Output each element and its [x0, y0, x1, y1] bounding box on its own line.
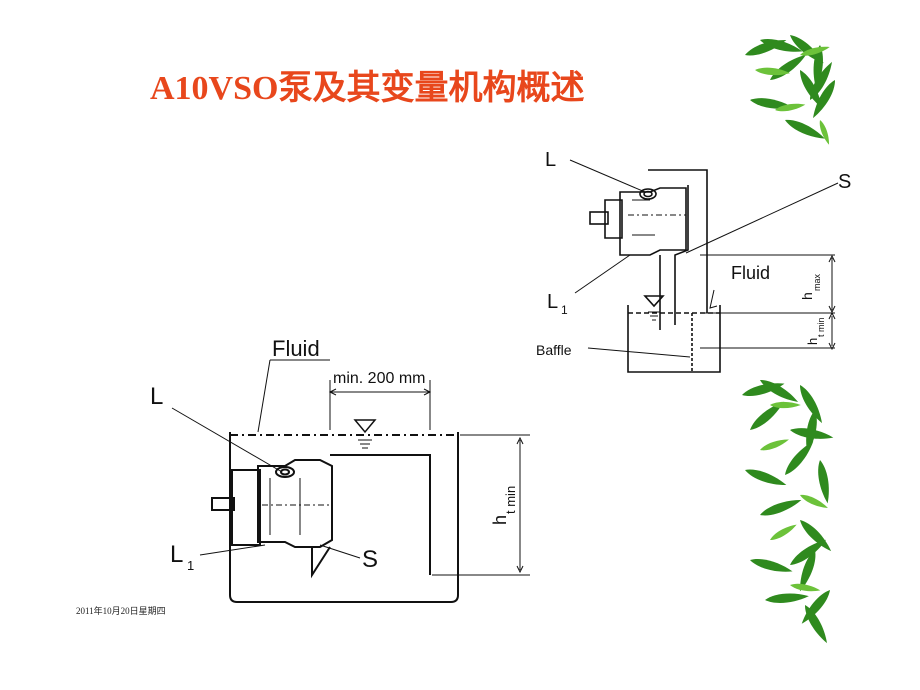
bamboo-leaves-top-decoration: [741, 30, 854, 146]
bottom-label-fluid: Fluid: [272, 336, 320, 361]
pump-bottom: [211, 459, 333, 579]
diagram-top-right: [569, 159, 839, 373]
tank-top: [627, 305, 721, 373]
top-label-hmax-sub: max: [812, 273, 822, 291]
top-label-L1: L: [547, 291, 558, 313]
bottom-label-htmin-sub: t min: [503, 486, 518, 514]
suction-pipe-top: [648, 169, 708, 313]
bottom-label-L1-sub: 1: [187, 558, 194, 573]
top-label-fluid: Fluid: [731, 263, 770, 283]
top-label-hmax: h: [799, 292, 815, 300]
suction-pipe-inner: [674, 185, 689, 325]
slide-title: A10VSO泵及其变量机构概述: [150, 70, 585, 107]
top-label-baffle: Baffle: [536, 342, 572, 358]
bamboo-leaves-bottom-decoration: [740, 376, 835, 646]
top-label-L1-sub: 1: [561, 303, 568, 317]
diagram-bottom-left: [171, 359, 530, 603]
top-label-htmin-sub: t min: [816, 317, 826, 337]
pump-top: [589, 187, 687, 256]
top-label-L: L: [545, 149, 556, 171]
bottom-label-S: S: [362, 546, 378, 573]
bottom-label-L1: L: [170, 541, 183, 568]
tank-bottom: [229, 432, 459, 603]
bottom-label-min-distance: min. 200 mm: [333, 370, 425, 387]
footer-date: 2011年10月20日星期四: [76, 606, 166, 616]
bottom-label-L: L: [150, 383, 163, 410]
top-label-htmin: h: [805, 338, 820, 345]
bottom-label-htmin: h: [490, 515, 510, 525]
top-label-S: S: [838, 171, 851, 193]
